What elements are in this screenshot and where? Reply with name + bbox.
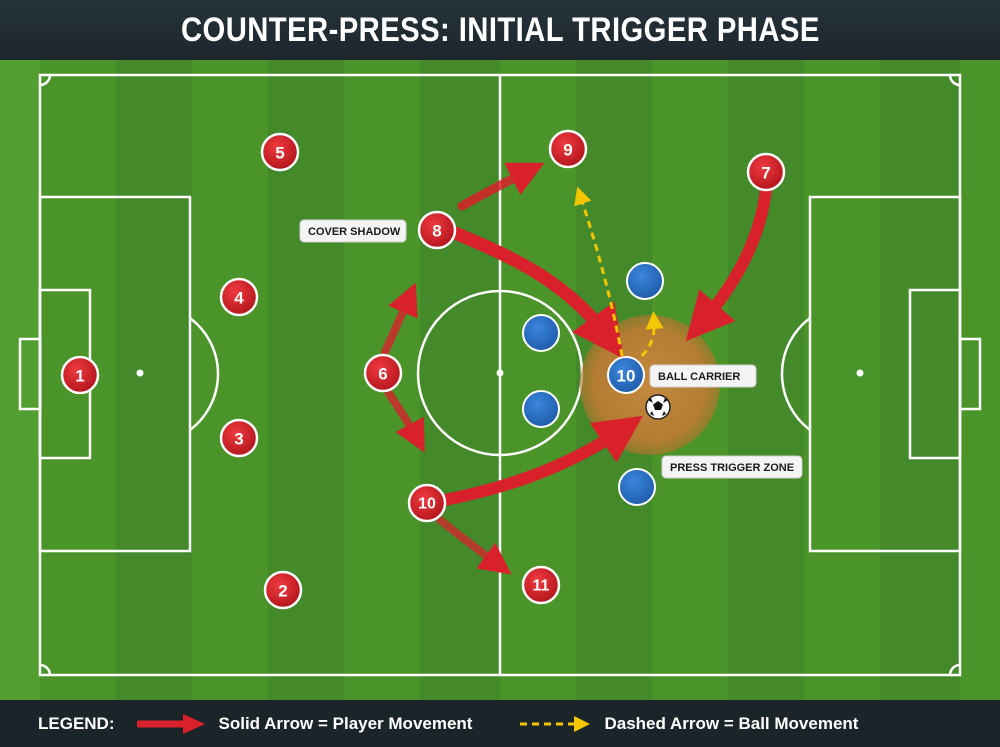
blue-team: 10 [522, 262, 664, 506]
red-player-5: 5 [260, 132, 300, 172]
legend-title: LEGEND: [38, 713, 115, 733]
blue-player-3 [522, 390, 560, 428]
svg-text:1: 1 [75, 367, 84, 386]
legend-bar: LEGEND: Solid Arrow = Player Movement Da… [0, 700, 1000, 747]
svg-text:4: 4 [234, 289, 244, 308]
right-goal [958, 337, 982, 411]
arrow-10-to-carrier [439, 415, 643, 506]
arrow-8-to-carrier [448, 226, 624, 359]
red-player-8: 8 [417, 210, 457, 250]
label-cover-shadow: COVER SHADOW [299, 219, 407, 243]
red-player-3: 3 [219, 418, 259, 458]
solid-arrow-icon [136, 713, 205, 734]
page-title: COUNTER-PRESS: INITIAL TRIGGER PHASE [180, 10, 820, 49]
svg-text:5: 5 [275, 144, 284, 163]
red-player-1: 1 [60, 355, 100, 395]
blue-player-1 [626, 262, 664, 300]
svg-text:2: 2 [278, 582, 287, 601]
corner-arc-br [948, 663, 961, 676]
svg-text:10: 10 [418, 496, 436, 513]
arrow-7-to-carrier [685, 184, 772, 342]
label-ball-carrier: BALL CARRIER [649, 364, 757, 388]
label-press-trigger-zone: PRESS TRIGGER ZONE [661, 455, 803, 479]
header-bar: COUNTER-PRESS: INITIAL TRIGGER PHASE [0, 0, 1000, 60]
red-player-9: 9 [548, 129, 588, 169]
svg-text:PRESS TRIGGER ZONE: PRESS TRIGGER ZONE [670, 462, 794, 474]
pitch-diagram: 10 1 2 3 4 [0, 60, 1000, 700]
dashed-arrow-to-9 [574, 186, 624, 357]
svg-text:COVER SHADOW: COVER SHADOW [308, 226, 401, 238]
soccer-ball-icon [645, 394, 671, 420]
corner-arc-tl [39, 74, 52, 87]
red-player-7: 7 [746, 152, 786, 192]
red-team: 1 2 3 4 5 6 7 [60, 129, 786, 610]
svg-text:11: 11 [533, 578, 550, 595]
legend-solid-text: Solid Arrow = Player Movement [218, 713, 473, 733]
right-d-arc [780, 317, 811, 431]
svg-text:6: 6 [378, 365, 387, 384]
dashed-arrow-short [640, 311, 664, 358]
arrow-8-to-9 [457, 162, 545, 211]
red-player-2: 2 [263, 570, 303, 610]
arrow-10-to-11 [436, 516, 512, 575]
dashed-arrow-icon [520, 715, 591, 732]
pitch-lines [18, 73, 982, 677]
left-penalty-spot [136, 369, 144, 377]
arrow-6-up [381, 282, 418, 356]
player-movement-arrows [381, 162, 772, 575]
legend-dashed-text: Dashed Arrow = Ball Movement [604, 713, 859, 733]
right-penalty-spot [856, 369, 864, 377]
left-d-arc [189, 317, 220, 431]
ball-movement-arrows [574, 186, 664, 358]
blue-ball-carrier: 10 [607, 356, 645, 394]
svg-text:10: 10 [617, 367, 636, 386]
svg-text:BALL CARRIER: BALL CARRIER [658, 371, 740, 383]
svg-text:3: 3 [234, 430, 243, 449]
arrow-6-down [384, 388, 425, 453]
corner-arc-tr [948, 74, 961, 87]
center-spot [496, 369, 504, 377]
red-player-4: 4 [219, 277, 259, 317]
blue-player-2 [522, 314, 560, 352]
red-player-11: 11 [521, 565, 561, 605]
svg-text:8: 8 [432, 222, 441, 241]
red-player-6: 6 [363, 353, 403, 393]
svg-text:7: 7 [761, 164, 770, 183]
svg-text:9: 9 [563, 141, 572, 160]
corner-arc-bl [39, 663, 52, 676]
left-goal [18, 337, 42, 411]
red-player-10: 10 [407, 483, 447, 523]
blue-player-4 [618, 468, 656, 506]
